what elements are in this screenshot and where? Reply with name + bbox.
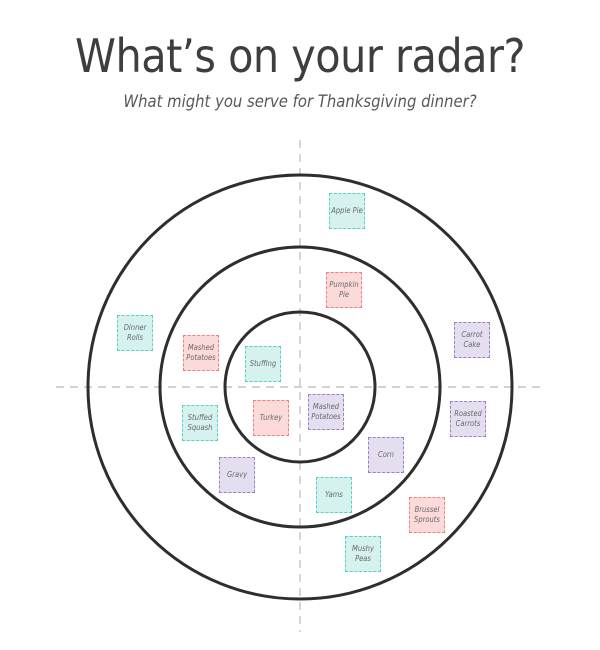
radar-item-turkey-pink[interactable]: Turkey	[253, 400, 289, 436]
radar-item-label: Apple Pie	[331, 206, 363, 216]
radar-item-label: Mashed Potatoes	[311, 402, 341, 421]
radar-item-label: Yams	[325, 490, 343, 500]
header: What’s on your radar? What might you ser…	[0, 0, 600, 111]
radar-item-label: Mashed Potatoes	[186, 343, 216, 362]
radar-item-mushy-peas-teal[interactable]: Mushy Peas	[345, 536, 381, 572]
radar-item-label: Stuffed Squash	[187, 413, 213, 432]
radar-item-mashed-potatoes-purple[interactable]: Mashed Potatoes	[308, 394, 344, 430]
radar-item-label: Mushy Peas	[352, 544, 374, 563]
radar-item-roasted-carrots-purple[interactable]: Roasted Carrots	[450, 401, 486, 437]
radar-item-label: Pumpkin Pie	[329, 280, 359, 299]
radar-item-stuffed-squash-teal[interactable]: Stuffed Squash	[182, 405, 218, 441]
radar-item-label: Roasted Carrots	[454, 409, 482, 428]
radar-item-label: Dinner Rolls	[123, 323, 147, 342]
page-title: What’s on your radar?	[75, 29, 525, 83]
radar-item-dinner-rolls-teal[interactable]: Dinner Rolls	[117, 315, 153, 351]
radar-item-corn-purple[interactable]: Corn	[368, 437, 404, 473]
radar-item-stuffing-teal[interactable]: Stuffing	[245, 346, 281, 382]
radar-item-label: Stuffing	[249, 359, 277, 369]
radar-item-mashed-potatoes-pink[interactable]: Mashed Potatoes	[183, 335, 219, 371]
radar-item-label: Carrot Cake	[461, 330, 483, 349]
radar-ring-middle	[158, 245, 442, 529]
radar-item-gravy-purple[interactable]: Gravy	[219, 457, 255, 493]
radar-item-label: Turkey	[259, 413, 283, 423]
radar-item-yams-teal[interactable]: Yams	[316, 477, 352, 513]
radar-item-label: Gravy	[226, 470, 248, 480]
radar-item-label: Brussel Sprouts	[414, 505, 440, 524]
radar-item-brussel-sprouts-pink[interactable]: Brussel Sprouts	[409, 497, 445, 533]
radar-item-label: Corn	[378, 450, 394, 460]
radar-ring-inner	[223, 310, 377, 464]
radar-item-carrot-cake-purple[interactable]: Carrot Cake	[454, 322, 490, 358]
radar-item-pumpkin-pie-pink[interactable]: Pumpkin Pie	[326, 272, 362, 308]
radar-ring-outer	[86, 173, 514, 601]
radar-item-apple-pie-teal[interactable]: Apple Pie	[329, 193, 365, 229]
page-subtitle: What might you serve for Thanksgiving di…	[123, 92, 477, 111]
